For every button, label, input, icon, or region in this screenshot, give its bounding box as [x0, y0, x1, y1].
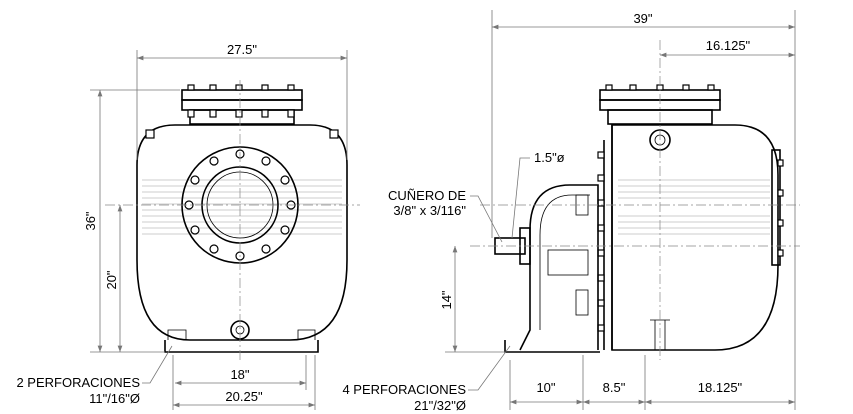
dim-height-center: 20" — [104, 270, 119, 289]
dim-a: 10" — [536, 380, 555, 395]
shaft-diameter-leader — [511, 157, 530, 239]
keyway-label: CUÑERO DE — [388, 188, 466, 203]
dim-discharge-offset: 16.125" — [706, 38, 751, 53]
front-holes-leader — [142, 345, 173, 384]
shaft-diameter-label: 1.5"ø — [534, 150, 565, 165]
pump-casing — [136, 124, 348, 341]
side-holes-leader — [468, 345, 511, 391]
dim-base-width: 20.25" — [225, 389, 263, 404]
flange-bolts-icon — [187, 84, 295, 118]
front-view: 27.5" 36" 20" 18" 20.25" 2 PERFORACIONES… — [16, 42, 360, 410]
casing-ribs — [142, 179, 342, 235]
dim-shaft-height: 14" — [439, 290, 454, 309]
front-holes-size: 11"/16"Ø — [89, 391, 140, 406]
bracket-rib — [575, 289, 589, 316]
base-feet — [167, 329, 316, 340]
casing-lugs-icon — [145, 129, 339, 139]
front-holes-label: 2 PERFORACIONES — [16, 375, 140, 390]
side-casing-ribs — [618, 179, 770, 235]
dim-height-overall: 36" — [83, 211, 98, 230]
side-base — [504, 340, 600, 353]
side-holes-label: 4 PERFORACIONES — [342, 382, 466, 397]
dim-b: 8.5" — [603, 380, 626, 395]
bearing-bracket — [519, 184, 599, 351]
side-view: 39" 16.125" 1.5"ø CUÑERO DE 3/8" x 3/116… — [342, 10, 800, 413]
discharge-flange-top — [181, 89, 303, 101]
side-casing — [611, 124, 779, 351]
side-bolts-icon — [597, 151, 784, 332]
discharge-flange-middle — [181, 99, 303, 111]
suction-bolts-icon — [184, 149, 296, 261]
side-holes-size: 21"/32"Ø — [414, 398, 466, 413]
keyway-leader — [470, 195, 503, 243]
base — [164, 340, 319, 353]
dim-length-overall: 39" — [633, 11, 652, 26]
bracket-window — [547, 249, 589, 276]
dim-c: 18.125" — [698, 380, 743, 395]
side-flange-bolts-icon — [605, 84, 715, 91]
side-discharge-flange-neck — [607, 109, 713, 125]
dim-width-overall: 27.5" — [227, 42, 257, 57]
keyway-size: 3/8" x 3/116" — [393, 203, 466, 218]
dim-hole-spacing: 18" — [230, 367, 249, 382]
rear-cover-plate — [771, 149, 781, 266]
